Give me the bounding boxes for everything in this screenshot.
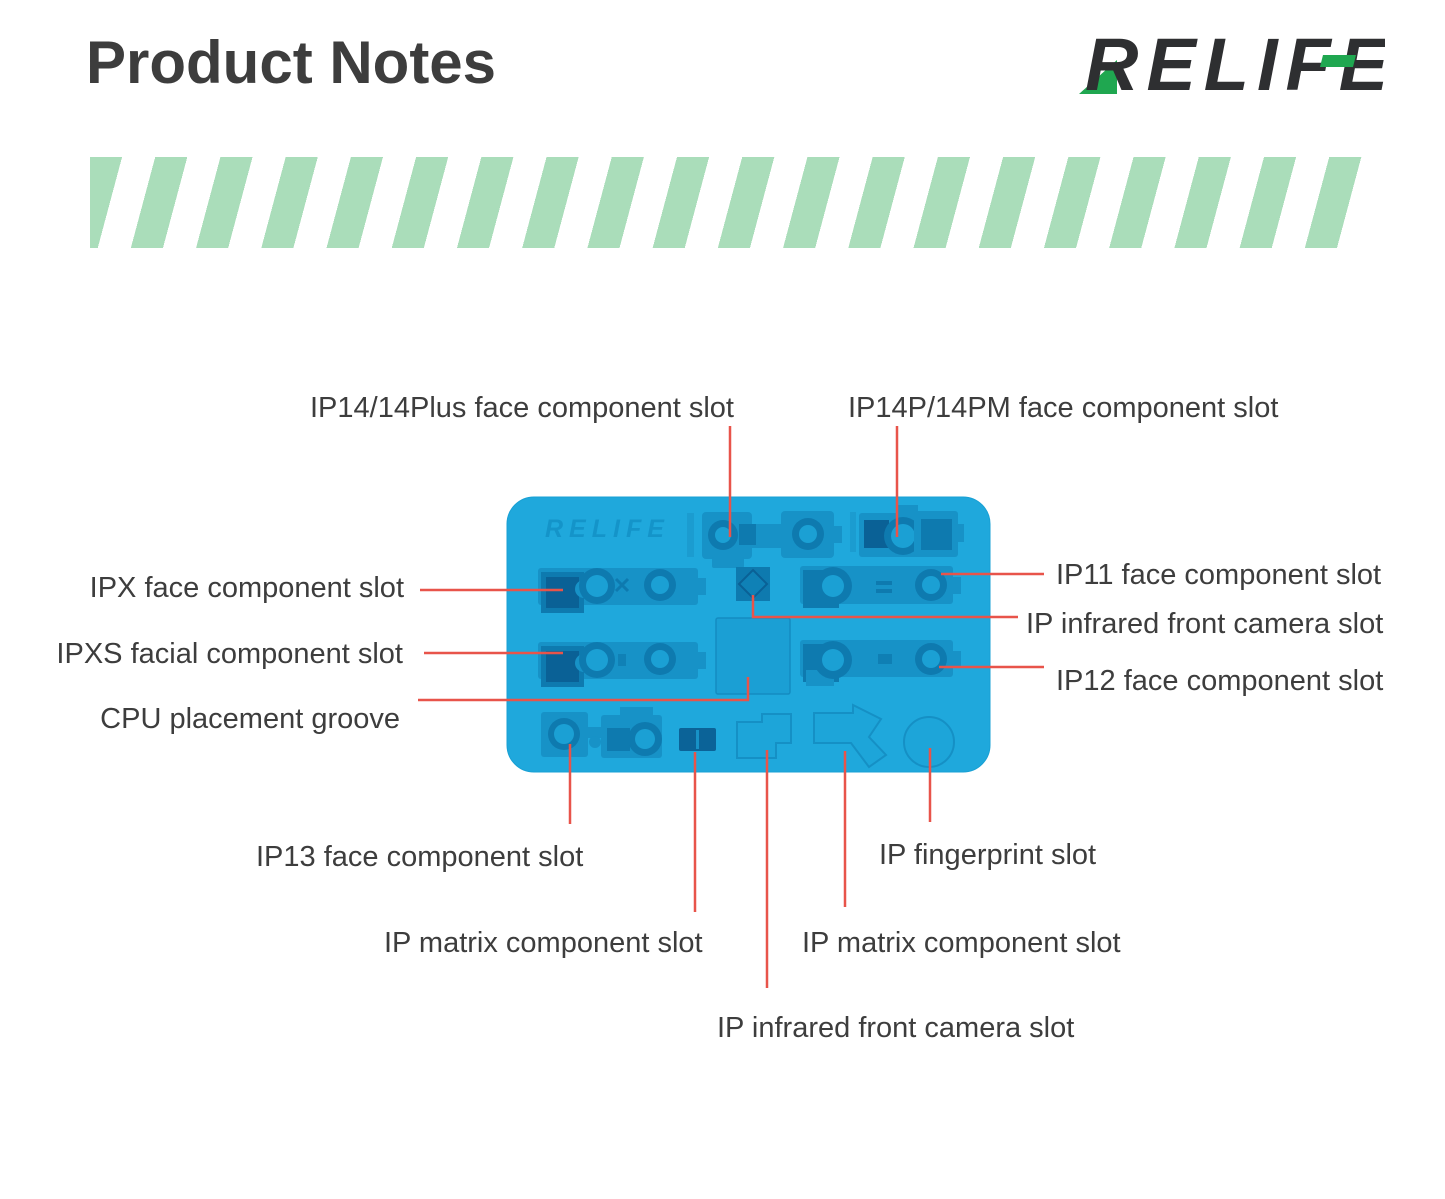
label-ip14: IP14/14Plus face component slot [310, 392, 734, 424]
leader-lines [418, 426, 1044, 988]
relife-logo: RELIFE [1079, 23, 1385, 106]
mat-embossed-brand: RELIFE [545, 515, 670, 543]
label-ir-bottom: IP infrared front camera slot [717, 1012, 1075, 1044]
relife-logo-green-triangle-icon [1079, 60, 1117, 94]
label-ipx: IPX face component slot [89, 572, 404, 604]
label-matrix-right: IP matrix component slot [802, 927, 1121, 959]
slot-ip13 [541, 707, 662, 758]
label-ir-mid: IP infrared front camera slot [1026, 608, 1384, 640]
silicone-mat: RELIFE [506, 496, 991, 773]
slot-ip12 [800, 640, 961, 686]
slot-matrix-arrow [813, 703, 888, 769]
label-ip13: IP13 face component slot [256, 841, 584, 873]
label-matrix-left: IP matrix component slot [384, 927, 703, 959]
striped-banner [90, 157, 1362, 248]
label-ipxs: IPXS facial component slot [56, 638, 403, 670]
slot-matrix-step [736, 713, 792, 759]
label-cpu: CPU placement groove [100, 703, 400, 735]
label-ip12: IP12 face component slot [1056, 665, 1384, 697]
slot-ip14p-14pm [850, 505, 964, 557]
slot-ipxs [538, 642, 706, 687]
slot-ip11 [800, 566, 961, 608]
page-title: Product Notes [86, 29, 497, 96]
slot-matrix-small [679, 728, 716, 751]
label-fingerprint: IP fingerprint slot [879, 839, 1097, 871]
slot-cpu-groove [715, 617, 791, 695]
slot-ipx [538, 568, 706, 613]
leader-cpu [418, 677, 750, 702]
slot-ip14-14plus [687, 511, 842, 568]
leader-ir-mid [751, 595, 1018, 619]
relife-logo-green-bar-icon [1320, 55, 1356, 67]
label-ip11: IP11 face component slot [1056, 559, 1382, 591]
label-ip14p: IP14P/14PM face component slot [848, 392, 1279, 424]
